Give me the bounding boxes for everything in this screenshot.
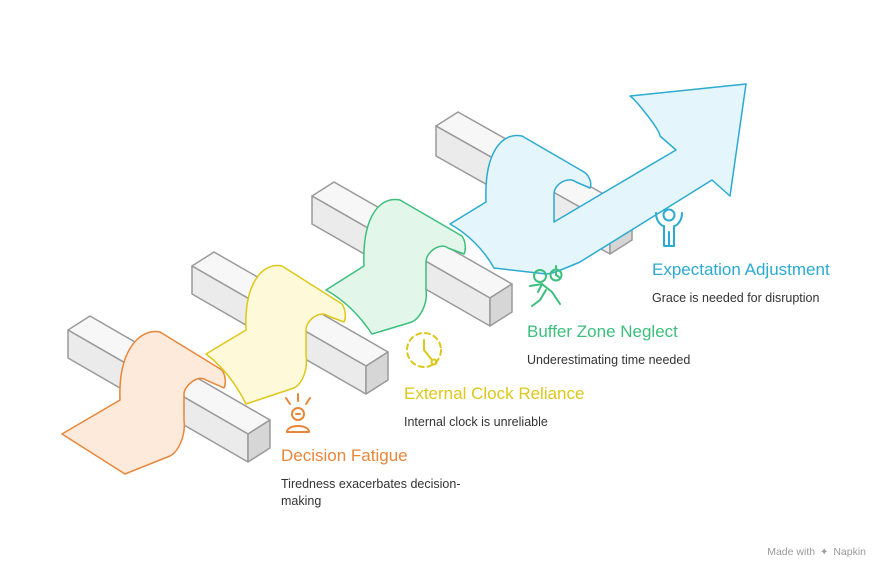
napkin-logo-icon: ✦ [820, 547, 829, 558]
person-arms-up-icon [655, 208, 683, 247]
made-with-label: Made with [767, 546, 816, 558]
step-3-description: Underestimating time needed [527, 353, 691, 367]
ribbon-segment-4-arrow [449, 83, 747, 275]
step-2-title: External Clock Reliance [404, 384, 585, 403]
step-4-description: Grace is needed for disruption [652, 291, 820, 305]
running-person-timer-icon [529, 265, 563, 307]
step-2-description: Internal clock is unreliable [404, 415, 548, 429]
step-3-title: Buffer Zone Neglect [527, 322, 678, 341]
step-1-title: Decision Fatigue [281, 446, 408, 465]
step-1-description: Tiredness exacerbates decision-making [281, 477, 461, 508]
made-with-napkin-footer: Made with ✦ Napkin [767, 546, 866, 558]
ribbon-segment-3 [325, 198, 467, 335]
ribbon-segment-1 [61, 330, 227, 475]
clock-icon [406, 332, 442, 368]
napkin-brand-label: Napkin [833, 546, 866, 558]
stressed-person-icon [285, 393, 311, 433]
ribbon-segment-2 [205, 264, 347, 405]
step-4-title: Expectation Adjustment [652, 260, 830, 279]
